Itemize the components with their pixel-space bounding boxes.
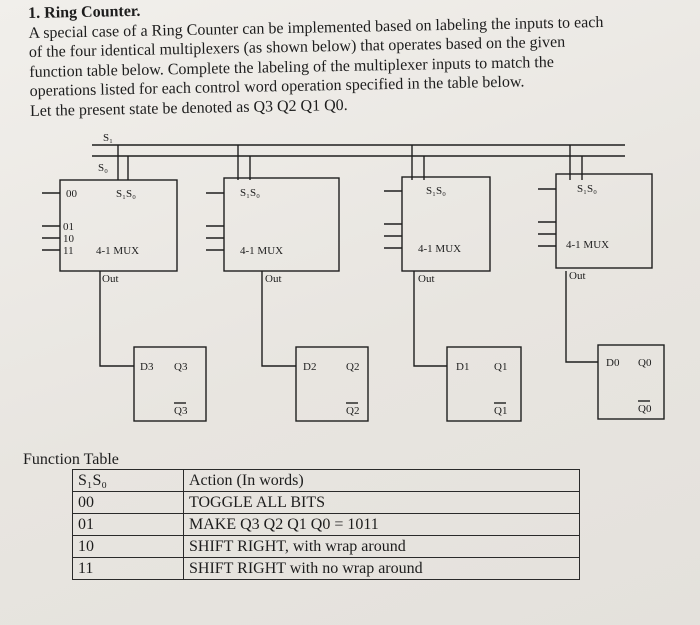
action-cell: SHIFT RIGHT, with wrap around [183,535,580,558]
table-row: 01 MAKE Q3 Q2 Q1 Q0 = 1011 [72,513,580,536]
flipflop-2-box [295,346,369,422]
ff-d-label: D0 [606,357,620,369]
ff-d-label: D2 [303,361,316,373]
function-table-title: Function Table [23,451,119,468]
table-header-row: S₁S₀ Action (In words) [72,469,580,492]
mux-name-label: 4-1 MUX [240,245,283,257]
ff-qbar-label: Q1 [494,405,507,417]
action-cell: TOGGLE ALL BITS [183,491,580,514]
mux-select-label: S₁S₀ [116,188,136,200]
select-code-cell: 01 [72,513,184,536]
input-code-10: 10 [63,233,75,245]
action-cell: SHIFT RIGHT with no wrap around [183,557,580,580]
function-table: S₁S₀ Action (In words) 00 TOGGLE ALL BIT… [72,469,580,580]
mux-out-label: Out [569,270,586,282]
select-code-cell: 10 [72,535,184,558]
ff-d-label: D3 [140,361,154,373]
column-header-select: S₁S₀ [72,469,184,492]
s0-label: S₀ [98,162,108,174]
mux-select-label: S₁S₀ [577,183,597,195]
ff-q-label: Q2 [346,361,359,373]
input-code-11: 11 [63,245,74,257]
select-code-cell: 00 [72,491,184,514]
ff-q-label: Q0 [638,357,652,369]
column-header-action: Action (In words) [183,469,580,492]
ff-qbar-label: Q3 [174,405,188,417]
mux-name-label: 4-1 MUX [418,243,461,255]
input-code-00: 00 [66,188,78,200]
ring-counter-diagram: S₁ S₀ 00 01 10 11 S₁S₀ 4-1 MUX Out S₁S₀ … [42,132,665,422]
mux-select-label: S₁S₀ [240,187,260,199]
ff-q-label: Q3 [174,361,188,373]
mux-out-label: Out [418,273,435,285]
mux-out-label: Out [102,273,119,285]
flipflop-0-box [597,344,665,420]
mux-2-box [223,177,340,272]
mux-name-label: 4-1 MUX [96,245,139,257]
s1-label: S₁ [103,132,113,144]
select-code-cell: 11 [72,557,184,580]
ff-d-label: D1 [456,361,469,373]
table-row: 10 SHIFT RIGHT, with wrap around [72,535,580,558]
mux-select-label: S₁S₀ [426,185,446,197]
table-row: 00 TOGGLE ALL BITS [72,491,580,514]
mux-0-box [555,173,653,269]
flipflop-1-box [446,346,522,422]
ff-q-label: Q1 [494,361,507,373]
ff-qbar-label: Q2 [346,405,359,417]
mux-name-label: 4-1 MUX [566,239,609,251]
ff-qbar-label: Q0 [638,403,652,415]
action-cell: MAKE Q3 Q2 Q1 Q0 = 1011 [183,513,580,536]
flipflop-3-box [133,346,207,422]
mux-out-label: Out [265,273,282,285]
table-row: 11 SHIFT RIGHT with no wrap around [72,557,580,580]
input-code-01: 01 [63,221,74,233]
mux-1-box [401,176,491,272]
